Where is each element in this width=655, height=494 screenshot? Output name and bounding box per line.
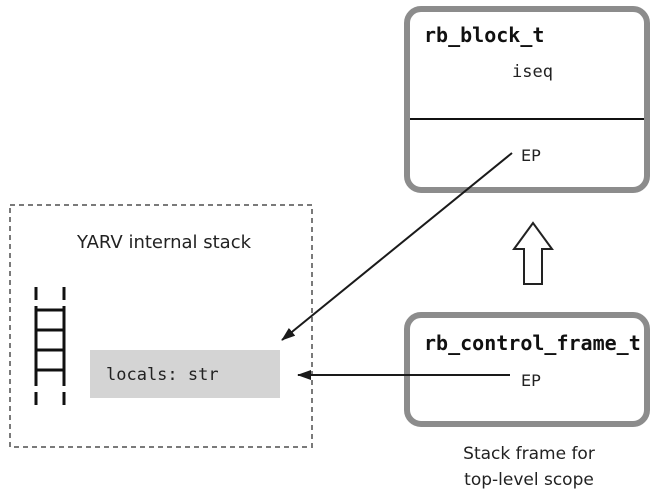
rb-block-box	[404, 6, 650, 193]
rb-control-frame-box	[404, 312, 650, 427]
locals-slot	[90, 350, 280, 398]
up-arrow-icon	[512, 221, 554, 285]
block-ep-arrow	[281, 152, 513, 341]
yarv-stack-region	[9, 204, 313, 448]
control-frame-caption-line1: Stack frame for	[463, 444, 595, 464]
control-frame-ep-field: EP	[521, 371, 541, 390]
rb-block-ep-field: EP	[521, 146, 541, 165]
rb-block-iseq-field: iseq	[512, 62, 553, 82]
yarv-stack-title: YARV internal stack	[76, 232, 252, 253]
control-frame-type-name: rb_control_frame_t	[424, 331, 641, 355]
rb-block-type-name: rb_block_t	[424, 23, 544, 47]
stack-ladder-icon	[34, 287, 66, 405]
locals-slot-label: locals: str	[106, 365, 219, 385]
control-frame-caption-line2: top-level scope	[464, 470, 594, 490]
